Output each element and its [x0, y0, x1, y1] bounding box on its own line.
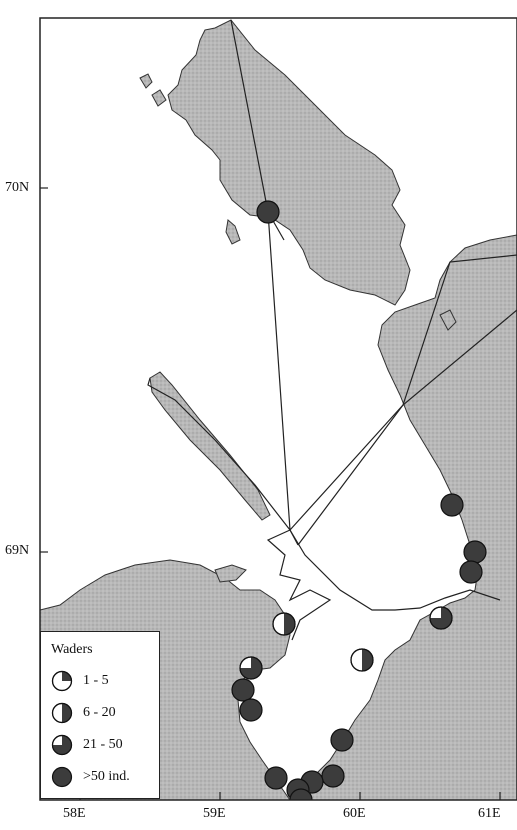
observation-marker	[350, 648, 374, 672]
latitude-label-69n: 69N	[5, 543, 30, 558]
legend-symbol	[51, 702, 73, 724]
islet	[139, 73, 153, 89]
observation-marker	[256, 200, 280, 224]
quarter-filled-circle-icon	[51, 670, 73, 692]
islet	[225, 219, 241, 245]
map-frame	[39, 17, 517, 801]
legend-symbol	[51, 766, 73, 788]
observation-markers	[231, 200, 487, 800]
three-quarter-filled-circle-icon	[51, 734, 73, 756]
filled-circle-icon	[51, 766, 73, 788]
observation-marker	[272, 612, 296, 636]
map-legend: Waders 1 - 5 6 - 20 21 - 50 >50 ind.	[40, 631, 160, 799]
legend-title: Waders	[51, 642, 93, 657]
legend-item-over-50: >50 ind.	[51, 766, 130, 788]
observation-marker	[264, 766, 288, 790]
observation-marker	[239, 656, 263, 680]
vaygach-island	[167, 19, 411, 306]
legend-symbol	[51, 670, 73, 692]
legend-label: 1 - 5	[83, 673, 109, 688]
legend-item-1-5: 1 - 5	[51, 670, 109, 692]
legend-label: 21 - 50	[83, 737, 123, 752]
observation-marker	[459, 560, 483, 584]
inland-strip	[149, 371, 271, 521]
observation-marker	[463, 540, 487, 564]
longitude-label-58e: 58E	[63, 806, 86, 821]
observation-marker	[289, 788, 313, 800]
longitude-label-61e: 61E	[478, 806, 501, 821]
bay-spit	[214, 564, 247, 583]
observation-marker	[321, 764, 345, 788]
observation-marker	[231, 678, 255, 702]
legend-label: 6 - 20	[83, 705, 116, 720]
legend-item-6-20: 6 - 20	[51, 702, 116, 724]
ship-track	[147, 19, 517, 641]
islet	[151, 89, 167, 107]
longitude-label-60e: 60E	[343, 806, 366, 821]
longitude-label-59e: 59E	[203, 806, 226, 821]
islet	[439, 309, 457, 331]
legend-symbol	[51, 734, 73, 756]
observation-marker	[440, 493, 464, 517]
observation-marker	[239, 698, 263, 722]
observation-marker	[429, 606, 453, 630]
legend-label: >50 ind.	[83, 769, 130, 784]
legend-item-21-50: 21 - 50	[51, 734, 123, 756]
latitude-label-70n: 70N	[5, 180, 30, 195]
half-filled-circle-icon	[51, 702, 73, 724]
observation-marker	[330, 728, 354, 752]
